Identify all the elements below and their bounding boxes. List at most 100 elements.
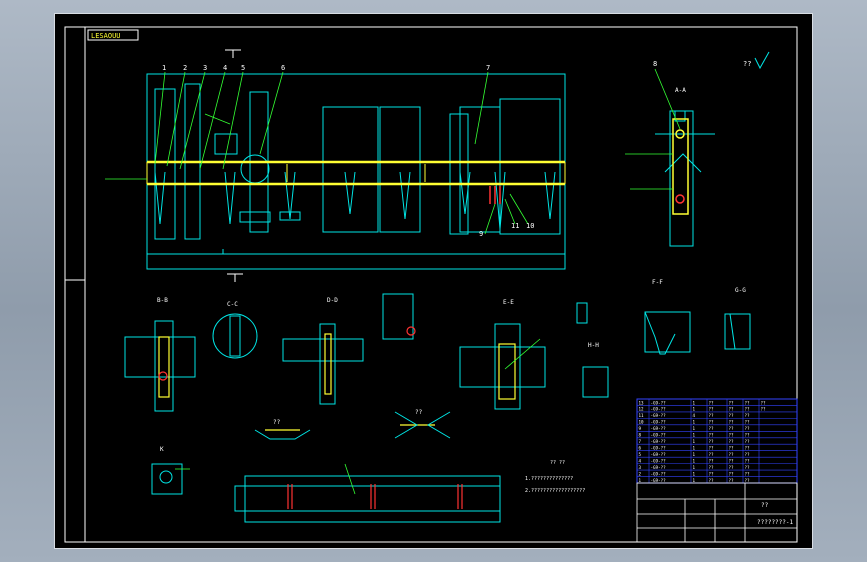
bom-rows: 13-G9-??1????????12-G9-??1????????11-G9-… (637, 399, 797, 484)
bom-cell: ?? (745, 426, 751, 431)
bom-cell: 1 (693, 465, 696, 470)
detail-labels: B-B C-C D-D E-E F-F G-G H-H K ?? ?? (157, 279, 746, 453)
bom-cell: 1 (639, 478, 642, 483)
part-label: ?? (761, 502, 769, 509)
roughness-symbol: ?? (743, 51, 770, 70)
bom-cell: -G9-?? (651, 445, 667, 450)
shaft-ends (146, 162, 566, 184)
bom-cell: 1 (693, 433, 696, 438)
bom-cell: ?? (745, 471, 751, 476)
main-leaders (105, 71, 529, 235)
bom-cell: ?? (745, 458, 751, 463)
bom-cell: 1 (693, 426, 696, 431)
cad-viewport[interactable]: LESAOUU (54, 13, 813, 549)
svg-text:??: ?? (743, 60, 751, 68)
bom-cell: 4 (639, 458, 642, 463)
svg-text:3: 3 (203, 64, 207, 72)
view-a-a (655, 110, 715, 247)
svg-text:2.??????????????????: 2.?????????????????? (525, 488, 585, 494)
bom-cell: 12 (639, 407, 645, 412)
drawing-name: ????????-1 (757, 519, 794, 526)
bom-cell: ?? (761, 407, 767, 412)
bom-cell: ?? (709, 452, 715, 457)
bom-cell: ?? (709, 439, 715, 444)
svg-text:2: 2 (183, 64, 187, 72)
bom-cell: 13 (639, 400, 645, 405)
bom-cell: ?? (709, 413, 715, 418)
bom-cell: ?? (745, 439, 751, 444)
bom-cell: ?? (729, 465, 735, 470)
section-cut-marks (225, 49, 243, 282)
bom-cell: ?? (709, 478, 715, 483)
svg-text:F-F: F-F (652, 279, 663, 286)
bom-cell: -G9-?? (651, 426, 667, 431)
svg-text:C-C: C-C (227, 301, 238, 308)
bom-cell: 1 (693, 407, 696, 412)
detail-views (124, 293, 691, 523)
bom-cell: ?? (729, 458, 735, 463)
bom-cell: 10 (639, 420, 645, 425)
svg-text:7: 7 (486, 64, 490, 72)
bom-cell: ?? (745, 452, 751, 457)
detail-leaders (175, 338, 541, 495)
bom-cell: -G9-?? (651, 407, 667, 412)
svg-text:B-B: B-B (157, 297, 168, 304)
svg-text:5: 5 (241, 64, 245, 72)
bom-cell: ?? (709, 400, 715, 405)
bom-cell: 11 (639, 413, 645, 418)
svg-text:??: ?? (415, 409, 423, 416)
view-a-a-hatch (672, 118, 689, 215)
bom-cell: 1 (693, 420, 696, 425)
bom-cell: -G9-?? (651, 420, 667, 425)
bom-cell: ?? (729, 452, 735, 457)
svg-text:10: 10 (526, 222, 534, 230)
bom-cell: ?? (761, 400, 767, 405)
title-tag: LESAOUU (87, 29, 139, 41)
main-shaft (147, 160, 565, 186)
bom-cell: 1 (693, 458, 696, 463)
bom-cell: ?? (729, 478, 735, 483)
bom-cell: ?? (745, 445, 751, 450)
title-tag-text: LESAOUU (91, 32, 121, 40)
bom-cell: ?? (729, 407, 735, 412)
svg-text:4: 4 (223, 64, 227, 72)
bom-cell: -G9-?? (651, 400, 667, 405)
bom-cell: ?? (709, 465, 715, 470)
svg-text:11: 11 (511, 222, 519, 230)
detail-hatches (158, 333, 516, 431)
bom-cell: ?? (709, 433, 715, 438)
bom-cell: -G9-?? (651, 413, 667, 418)
svg-text:?? ??: ?? ?? (550, 460, 565, 466)
drawing-frame (64, 26, 798, 543)
bom-cell: 9 (639, 426, 642, 431)
callout-8: 8 (653, 60, 657, 68)
base-plate-detail (254, 429, 311, 440)
bom-table: 13-G9-??1????????12-G9-??1????????11-G9-… (636, 398, 798, 484)
bom-cell: ?? (729, 420, 735, 425)
svg-text:1.??????????????: 1.?????????????? (525, 476, 573, 482)
bom-cell: ?? (729, 471, 735, 476)
bom-cell: 1 (693, 445, 696, 450)
bom-cell: 3 (639, 465, 642, 470)
tech-requirements: ?? ?? 1.?????????????? 2.???????????????… (525, 460, 585, 494)
bom-cell: ?? (709, 426, 715, 431)
svg-text:K: K (160, 446, 164, 453)
bom-cell: ?? (729, 445, 735, 450)
bom-cell: 1 (693, 400, 696, 405)
bom-cell: ?? (729, 413, 735, 418)
svg-text:??: ?? (273, 419, 281, 426)
bom-cell: ?? (709, 471, 715, 476)
bom-cell: ?? (745, 420, 751, 425)
bom-cell: ?? (729, 433, 735, 438)
bom-cell: ?? (745, 433, 751, 438)
bom-cell: ?? (709, 445, 715, 450)
bom-cell: -G9-?? (651, 452, 667, 457)
svg-text:G-G: G-G (735, 287, 746, 294)
bom-cell: 1 (693, 439, 696, 444)
wedge-detail (724, 313, 751, 350)
label-a-a: A-A (675, 87, 686, 94)
svg-text:1: 1 (162, 64, 166, 72)
detail-red-hatches (158, 326, 463, 509)
bom-cell: ?? (745, 465, 751, 470)
bom-cell: ?? (745, 478, 751, 483)
